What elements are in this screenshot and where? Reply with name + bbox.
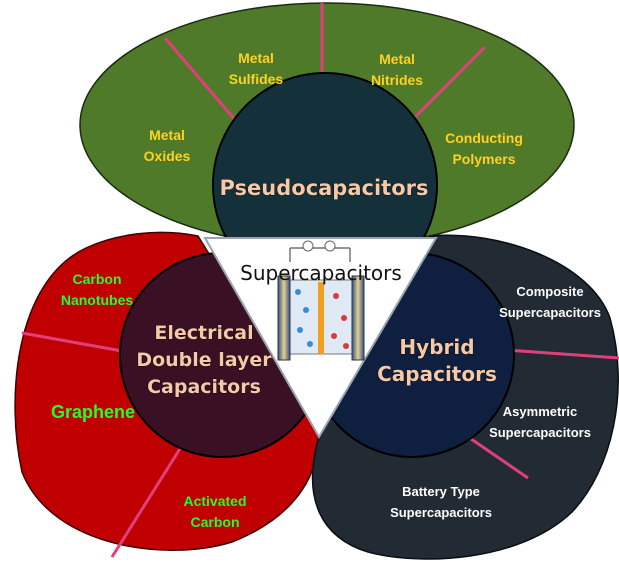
metal-sulfides-label-line-2: Sulfides <box>229 71 284 87</box>
edlc-hub-line-3: Capacitors <box>147 376 261 398</box>
pseudocapacitors-hub-label: Pseudocapacitors <box>220 176 429 200</box>
metal-oxides-label-line-1: Metal <box>149 127 185 143</box>
conducting-polymers-label-line-1: Conducting <box>445 130 523 146</box>
metal-oxides-label-line-2: Oxides <box>144 148 191 164</box>
pseudo-divider-3 <box>402 45 487 130</box>
edlc-divider-2 <box>110 435 190 558</box>
composite-supercapacitors-label-line-1: Composite <box>516 284 583 299</box>
battery-type-supercapacitors-label-line-2: Supercapacitors <box>390 505 492 520</box>
composite-supercapacitors-label-line-2: Supercapacitors <box>499 305 601 320</box>
supercapacitors-title: Supercapacitors <box>240 261 402 285</box>
hybrid-hub-line-1: Hybrid <box>399 335 474 359</box>
pseudocapacitor-types: MetalOxidesMetalSulfidesMetalNitridesCon… <box>144 50 523 167</box>
edlc-hub-line-1: Electrical <box>154 322 253 344</box>
activated-carbon-label-line-1: Activated <box>183 493 246 509</box>
metal-sulfides-label-line-1: Metal <box>238 50 274 66</box>
asymmetric-supercapacitors-label-line-1: Asymmetric <box>503 404 577 419</box>
asymmetric-supercapacitors-label-line-2: Supercapacitors <box>489 425 591 440</box>
activated-carbon-label-line-2: Carbon <box>191 514 240 530</box>
hybrid-types: CompositeSupercapacitorsAsymmetricSuperc… <box>390 284 601 520</box>
supercapacitor-cell-icon <box>277 240 365 361</box>
pseudo-divider-1 <box>163 37 244 129</box>
carbon-nanotubes-label-line-2: Nanotubes <box>61 292 134 308</box>
battery-type-supercapacitors-label-line-1: Battery Type <box>402 484 480 499</box>
conducting-polymers-label-line-2: Polymers <box>452 151 515 167</box>
hybrid-hub-line-2: Capacitors <box>377 362 497 386</box>
metal-nitrides-label-line-1: Metal <box>379 51 415 67</box>
graphene-label-line-1: Graphene <box>51 402 135 422</box>
edlc-hub-line-2: Double layer <box>136 349 272 371</box>
hybrid-divider-1 <box>505 348 619 360</box>
metal-nitrides-label-line-2: Nitrides <box>371 72 423 88</box>
carbon-nanotubes-label-line-1: Carbon <box>73 271 122 287</box>
